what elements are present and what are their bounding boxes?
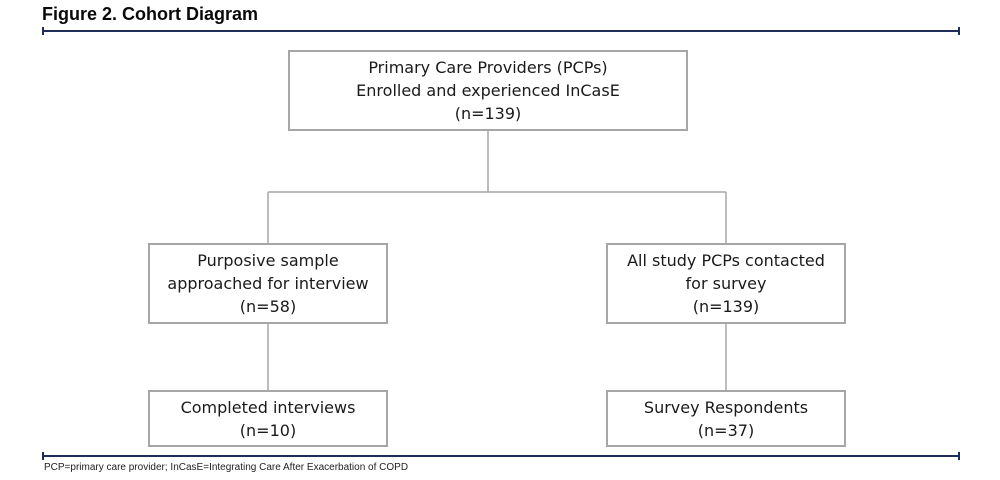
- bottom-rule: [42, 452, 960, 460]
- survey-respondents-box: Survey Respondents (n=37): [606, 390, 846, 447]
- interview-sample-box: Purposive sample approached for intervie…: [148, 243, 388, 324]
- figure-title: Figure 2. Cohort Diagram: [42, 4, 259, 24]
- completed-interviews-box: Completed interviews (n=10): [148, 390, 388, 447]
- interview-sample-line1: Purposive sample: [197, 251, 339, 270]
- survey-contacted-count: (n=139): [692, 297, 760, 316]
- root-box-count: (n=139): [454, 104, 522, 123]
- survey-contacted-line1: All study PCPs contacted: [627, 251, 825, 270]
- root-box-line1: Primary Care Providers (PCPs): [368, 58, 608, 77]
- completed-interviews-count: (n=10): [239, 420, 297, 440]
- survey-contacted-line2: for survey: [685, 274, 767, 293]
- survey-respondents-count: (n=37): [697, 420, 755, 440]
- interview-sample-line2: approached for interview: [167, 274, 369, 293]
- top-rule: [42, 27, 960, 35]
- completed-interviews-label: Completed interviews: [180, 397, 356, 417]
- survey-contacted-box: All study PCPs contacted for survey (n=1…: [606, 243, 846, 324]
- survey-respondents-label: Survey Respondents: [643, 397, 809, 417]
- interview-sample-count: (n=58): [239, 297, 297, 316]
- figure-footnote: PCP=primary care provider; InCasE=Integr…: [44, 462, 409, 473]
- root-box-enrolled-pcps: Primary Care Providers (PCPs) Enrolled a…: [288, 50, 688, 131]
- root-box-line2: Enrolled and experienced InCasE: [356, 81, 620, 100]
